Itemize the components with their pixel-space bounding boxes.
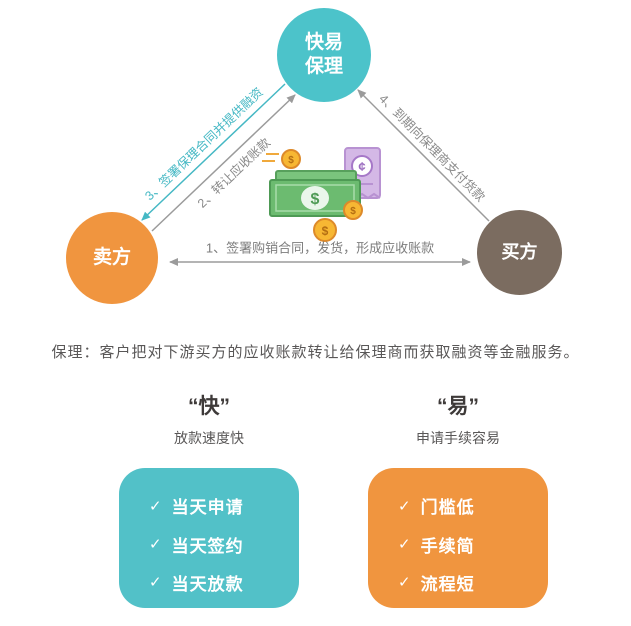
feature-item-label: 流程短: [420, 574, 475, 594]
check-icon: ✓: [149, 497, 162, 515]
check-icon: ✓: [398, 536, 411, 553]
banknote-icon: $: [269, 170, 361, 217]
feature-item-label: 手续简: [420, 536, 475, 556]
svg-text:$: $: [350, 206, 356, 217]
node-factor-label-line1: 快易: [304, 32, 343, 54]
feature-easy: “易” 申请手续容易 ✓ 门槛低 ✓ 手续简 ✓ 流程短: [368, 390, 548, 608]
feature-item-label: 门槛低: [420, 498, 475, 518]
feature-item-label: 当天放款: [171, 574, 244, 594]
feature-item: ✓ 当天申请: [149, 493, 299, 518]
check-icon: ✓: [149, 574, 162, 592]
coin-icon: $: [313, 218, 337, 242]
check-icon: ✓: [398, 574, 411, 592]
feature-fast-subtitle: 放款速度快: [174, 430, 244, 446]
feature-item: ✓ 门槛低: [398, 493, 548, 518]
feature-easy-subtitle: 申请手续容易: [416, 430, 500, 446]
node-factor: 快易 保理: [277, 8, 371, 102]
feature-fast-card: ✓ 当天申请 ✓ 当天签约 ✓ 当天放款: [119, 468, 299, 608]
feature-item: ✓ 手续简: [398, 532, 548, 557]
svg-text:$: $: [288, 155, 294, 166]
feature-item: ✓ 流程短: [398, 570, 548, 595]
money-illustration: $ ¢ $ $ $: [262, 147, 381, 242]
node-buyer: 买方: [477, 210, 562, 295]
feature-fast: “快” 放款速度快 ✓ 当天申请 ✓ 当天签约 ✓ 当天放款: [119, 390, 299, 608]
caption-text: 保理：客户把对下游买方的应收账款转让给保理商而获取融资等金融服务。: [51, 344, 580, 361]
coin-icon: $: [343, 200, 363, 220]
node-seller: 卖方: [66, 212, 158, 304]
feature-item-label: 当天申请: [171, 498, 244, 518]
svg-text:$: $: [311, 191, 320, 208]
check-icon: ✓: [398, 497, 411, 515]
arrow-step4: [357, 89, 490, 222]
factoring-flow-diagram: $ ¢ $ $ $ 快易 保理 卖方: [66, 8, 562, 304]
feature-item-label: 当天签约: [171, 536, 244, 556]
feature-item: ✓ 当天放款: [149, 570, 299, 595]
arrow-step3: [141, 83, 286, 221]
svg-text:$: $: [322, 224, 329, 238]
svg-text:¢: ¢: [358, 159, 365, 174]
step1-label: 1、签署购销合同，发货，形成应收账款: [205, 240, 435, 256]
feature-item: ✓ 当天签约: [149, 532, 299, 557]
arrow-step2: [151, 94, 296, 232]
feature-fast-title: “快”: [188, 395, 230, 418]
check-icon: ✓: [149, 536, 162, 553]
arrow-lines: [141, 83, 490, 266]
node-factor-label-line2: 保理: [304, 56, 343, 77]
coin-icon: $: [281, 149, 301, 169]
feature-easy-card: ✓ 门槛低 ✓ 手续简 ✓ 流程短: [368, 468, 548, 608]
feature-easy-title: “易”: [437, 395, 479, 418]
